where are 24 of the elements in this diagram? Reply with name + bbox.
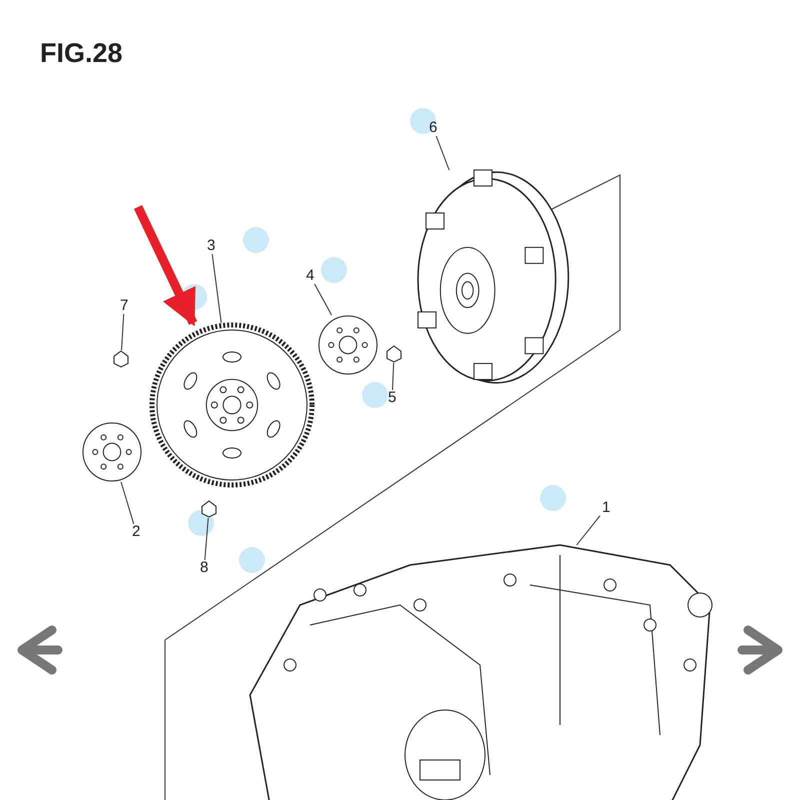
figure-title: FIG.28 — [40, 38, 123, 69]
callout-number: 3 — [205, 238, 218, 254]
callout-number: 1 — [600, 500, 612, 516]
leader-line — [120, 482, 134, 524]
bolt-drawing — [112, 350, 130, 368]
flywheel-drawing — [150, 323, 314, 487]
callout-number: 8 — [198, 560, 210, 576]
callout-number: 7 — [118, 298, 130, 314]
leader-line — [576, 515, 600, 546]
pointer-arrow — [134, 205, 198, 326]
leader-line — [204, 518, 209, 560]
leader-line — [392, 362, 394, 390]
leader-line — [121, 314, 124, 350]
plate-drawing — [318, 315, 378, 375]
plate-drawing — [82, 422, 142, 482]
bolt-drawing — [385, 345, 403, 363]
leader-line — [212, 254, 222, 324]
callout-number: 2 — [130, 524, 142, 540]
callout-number: 6 — [427, 120, 440, 136]
leader-line — [314, 284, 332, 316]
callout-number: 4 — [304, 268, 316, 284]
leader-line — [436, 136, 450, 170]
bolt-drawing — [200, 500, 218, 518]
callout-number: 5 — [386, 390, 398, 406]
